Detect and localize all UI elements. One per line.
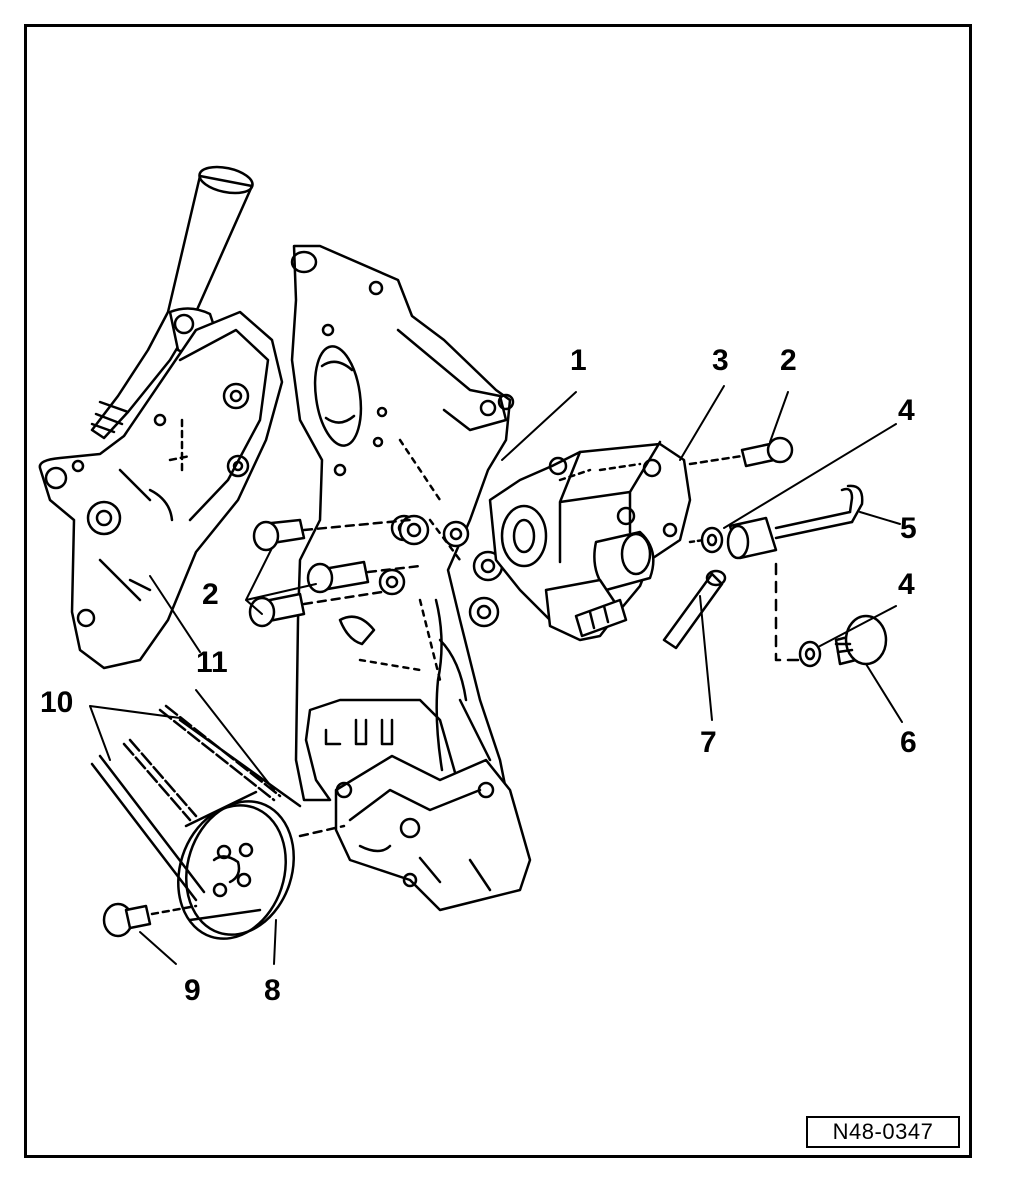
pump-part-3 (488, 440, 692, 642)
bolt-part-7 (662, 569, 727, 650)
callout-5: 5 (900, 512, 917, 545)
callout-10: 10 (40, 686, 74, 719)
callout-2-left: 2 (202, 578, 219, 611)
bolts-part-2-left (248, 518, 422, 628)
diagram-frame (24, 24, 972, 1158)
callout-4-lower: 4 (898, 568, 915, 601)
callout-1: 1 (570, 344, 587, 377)
pulley-part-8 (177, 790, 346, 940)
callout-4-upper: 4 (898, 394, 915, 427)
bolt-part-2-right (688, 436, 794, 468)
figure-id-label: N48-0347 (806, 1116, 960, 1148)
callout-9: 9 (184, 974, 201, 1007)
callout-11: 11 (196, 646, 228, 679)
callout-3: 3 (712, 344, 729, 377)
central-bracket (290, 244, 532, 912)
callout-8: 8 (264, 974, 281, 1007)
callout-6: 6 (900, 726, 917, 759)
leader-lines (89, 385, 903, 965)
steering-pump-part-11 (38, 165, 284, 670)
callout-7: 7 (700, 726, 717, 759)
washer-fitting-parts-4-5 (688, 484, 864, 560)
washer-plug-parts-4-6 (774, 562, 888, 668)
callout-2-right: 2 (780, 344, 797, 377)
bolt-part-9 (102, 902, 198, 938)
belts-part-10 (90, 704, 302, 902)
